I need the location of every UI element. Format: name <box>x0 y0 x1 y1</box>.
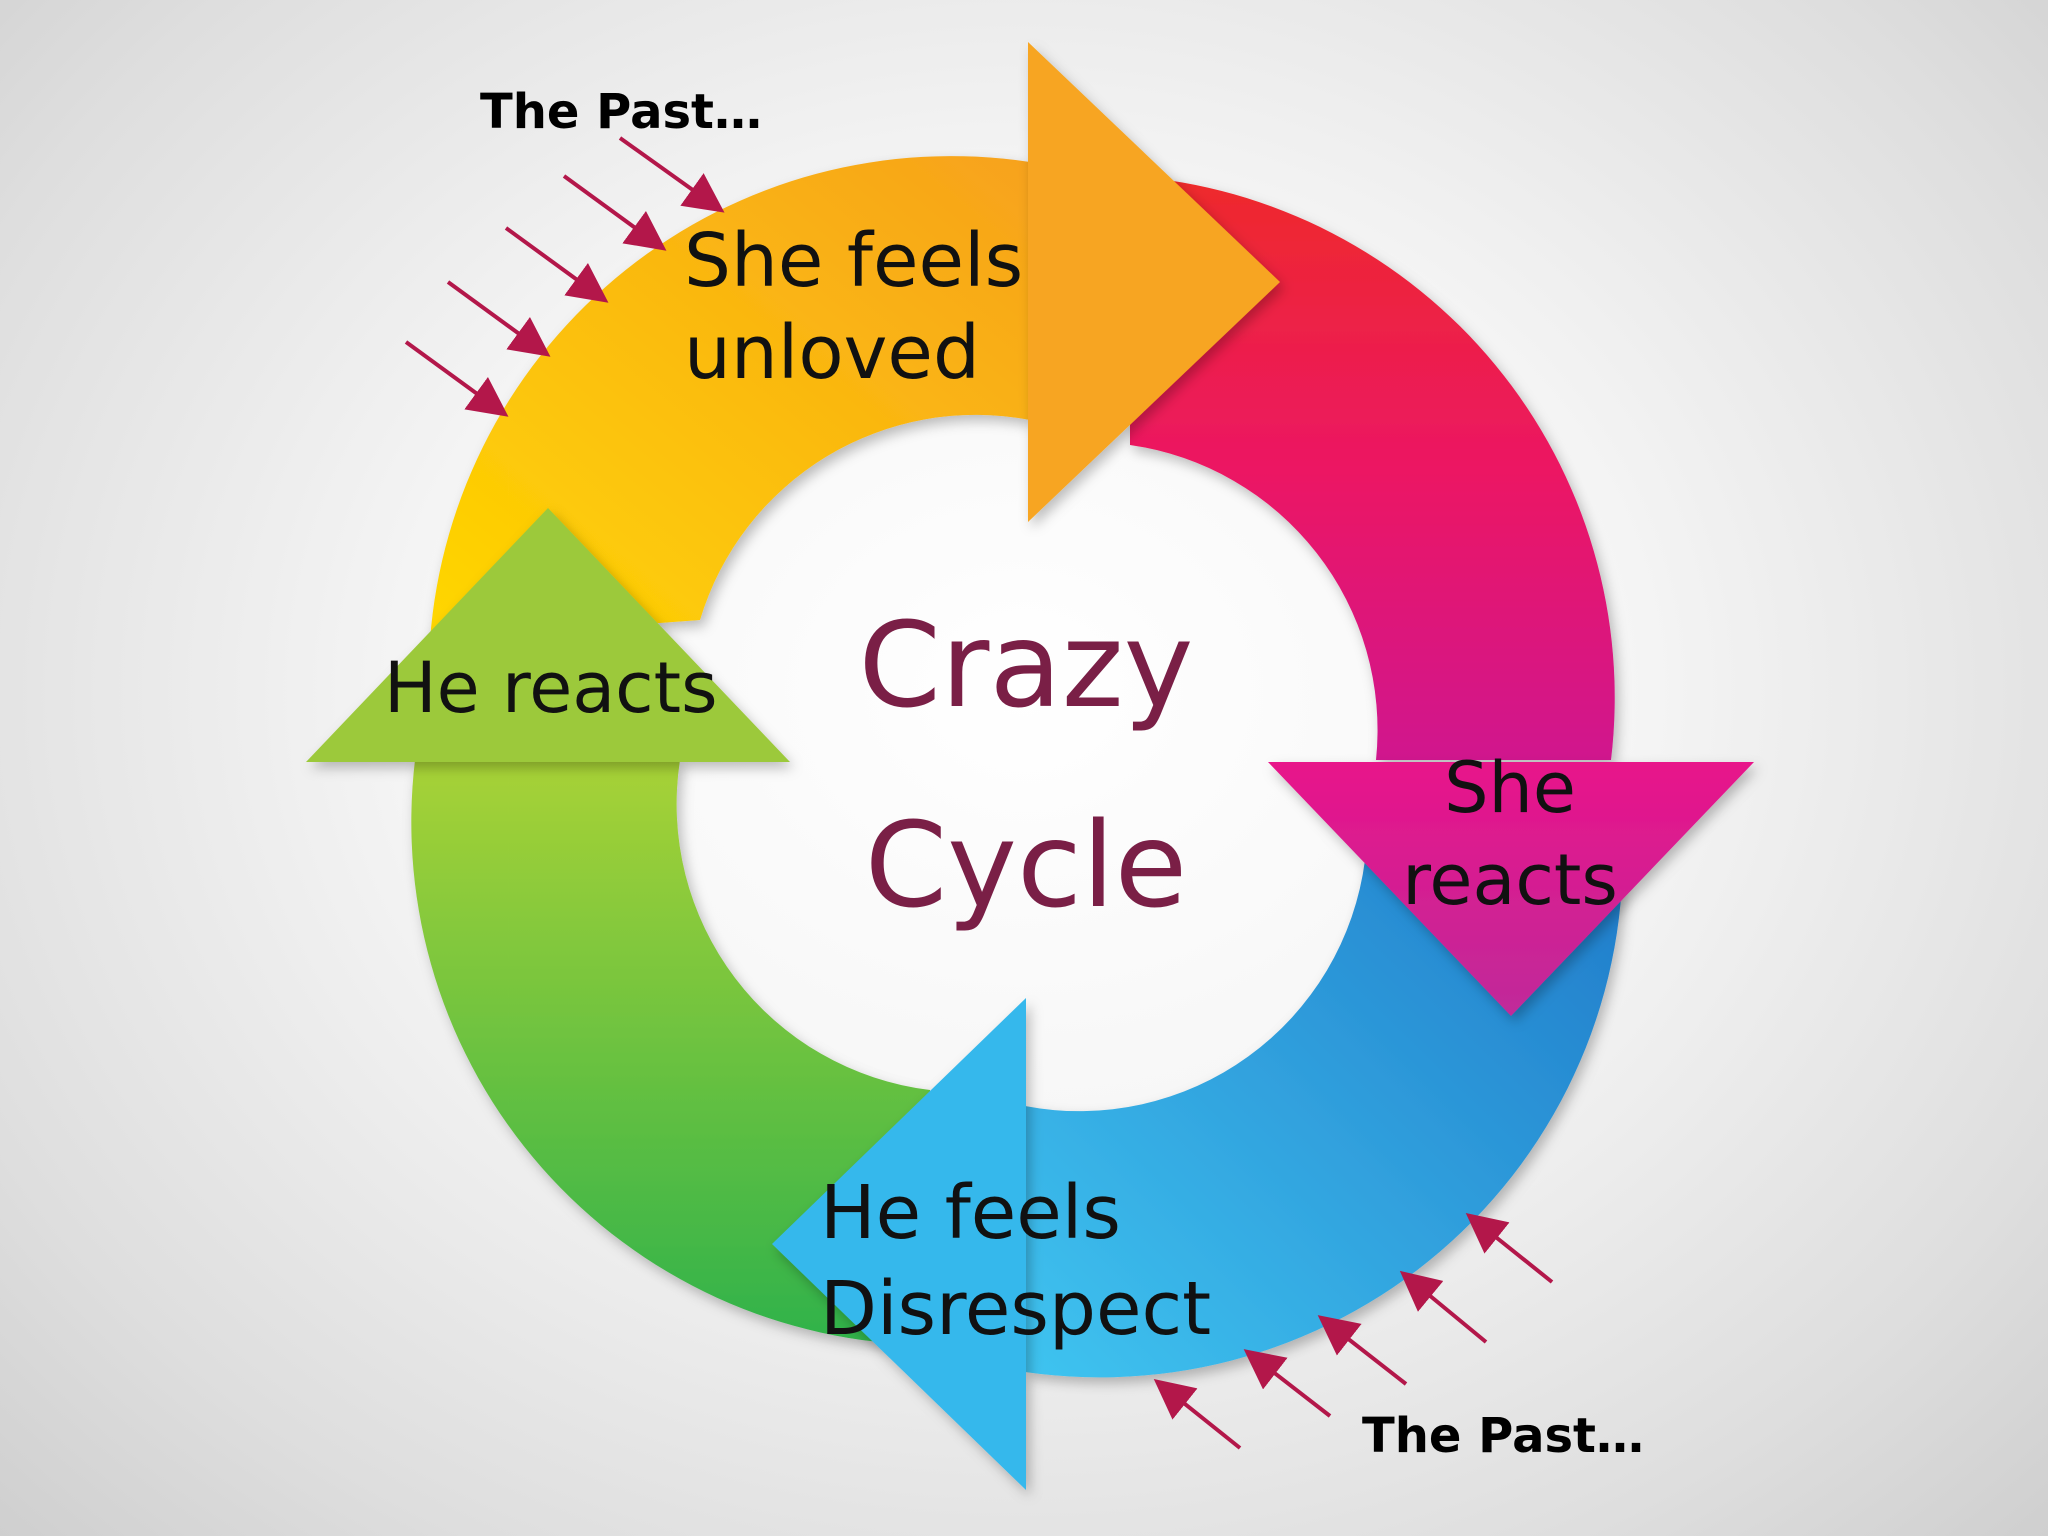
step-she-feels-unloved-line1: She feels <box>684 218 1023 304</box>
ring-segment-red <box>1130 176 1615 760</box>
cycle-arrowheads <box>306 42 1754 1490</box>
step-she-reacts-line1: She <box>1444 747 1576 829</box>
past-influence-bottom-arrow-2 <box>1399 1270 1488 1344</box>
past-influence-bottom-arrow-4 <box>1243 1349 1332 1418</box>
step-she-feels-unloved-line2: unloved <box>684 310 980 396</box>
past-influence-top-arrow-5 <box>404 340 509 417</box>
past-influence-top-arrow-2 <box>562 174 667 251</box>
past-influence-bottom-arrow-3 <box>1317 1315 1408 1386</box>
past-influence-top-arrow-4 <box>446 280 551 357</box>
past-influence-arrows-bottom <box>1153 1213 1554 1450</box>
ring-segment-yellow <box>430 156 1030 640</box>
step-she-reacts-line2: reacts <box>1402 839 1618 921</box>
arrowhead-up-icon <box>306 508 790 762</box>
arrowhead-left-icon <box>772 998 1026 1490</box>
arrowhead-down-icon <box>1268 762 1754 1016</box>
past-label-bottom: The Past… <box>1362 1408 1644 1464</box>
past-influence-arrows-top <box>404 136 725 417</box>
past-influence-bottom-arrow-1 <box>1465 1213 1554 1284</box>
center-title-line2: Cycle <box>865 796 1187 934</box>
center-title-line1: Crazy <box>859 596 1194 734</box>
past-influence-top-arrow-3 <box>504 226 609 303</box>
past-influence-top-arrow-1 <box>618 136 725 213</box>
past-label-top: The Past… <box>480 84 762 140</box>
past-influence-bottom-arrow-5 <box>1153 1379 1242 1450</box>
step-he-feels-disrespect-line1: He feels <box>820 1170 1121 1256</box>
arrowhead-right-icon <box>1028 42 1280 522</box>
step-he-feels-disrespect-line2: Disrespect <box>820 1266 1211 1352</box>
cycle-ring <box>411 156 1623 1378</box>
ring-segment-green <box>411 760 930 1345</box>
step-he-reacts: He reacts <box>384 647 718 729</box>
